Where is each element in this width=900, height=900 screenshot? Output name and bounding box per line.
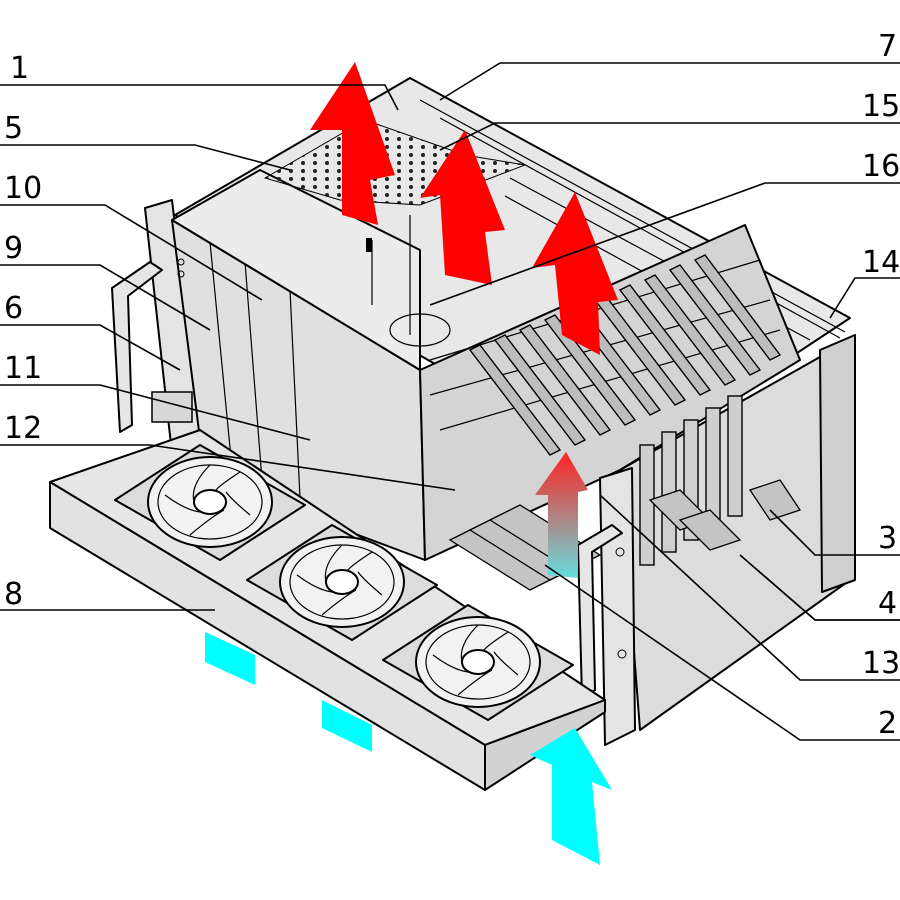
callout-5: 5 [4, 111, 23, 146]
cool-air-arrow-icon [530, 728, 612, 865]
callout-7: 7 [878, 29, 897, 64]
handle-icon [111, 261, 163, 433]
card-guides [468, 254, 782, 456]
callout-10: 10 [4, 171, 42, 206]
fan-icon [382, 604, 574, 721]
callout-labels: 1 5 10 9 6 11 12 8 7 15 16 14 3 4 13 2 [4, 29, 900, 741]
left-handle [111, 258, 185, 433]
cool-air-arrows [205, 632, 612, 865]
fan-tray [49, 391, 606, 791]
callout-15: 15 [862, 89, 900, 124]
hot-air-arrow-icon [535, 452, 588, 578]
hot-air-arrows [310, 62, 618, 355]
leader-lines [0, 62, 900, 741]
hot-air-arrow-icon [310, 62, 395, 225]
callout-6: 6 [4, 291, 23, 326]
callout-2: 2 [878, 706, 897, 741]
fan-icon [114, 444, 306, 561]
hot-air-arrow-icon [532, 192, 618, 355]
fan-icon [246, 524, 438, 641]
callout-1: 1 [10, 51, 29, 86]
internal-heat-arrow [535, 452, 588, 578]
callout-13: 13 [862, 646, 900, 681]
callout-12: 12 [4, 411, 42, 446]
callout-4: 4 [878, 586, 897, 621]
cool-air-arrow-icon [205, 632, 255, 685]
callout-11: 11 [4, 351, 42, 386]
callout-9: 9 [4, 231, 23, 266]
callout-14: 14 [862, 245, 900, 280]
callout-16: 16 [862, 149, 900, 184]
callout-3: 3 [878, 521, 897, 556]
cool-air-arrow-icon [322, 700, 372, 752]
hot-air-arrow-icon [420, 130, 505, 285]
callout-8: 8 [4, 577, 23, 612]
